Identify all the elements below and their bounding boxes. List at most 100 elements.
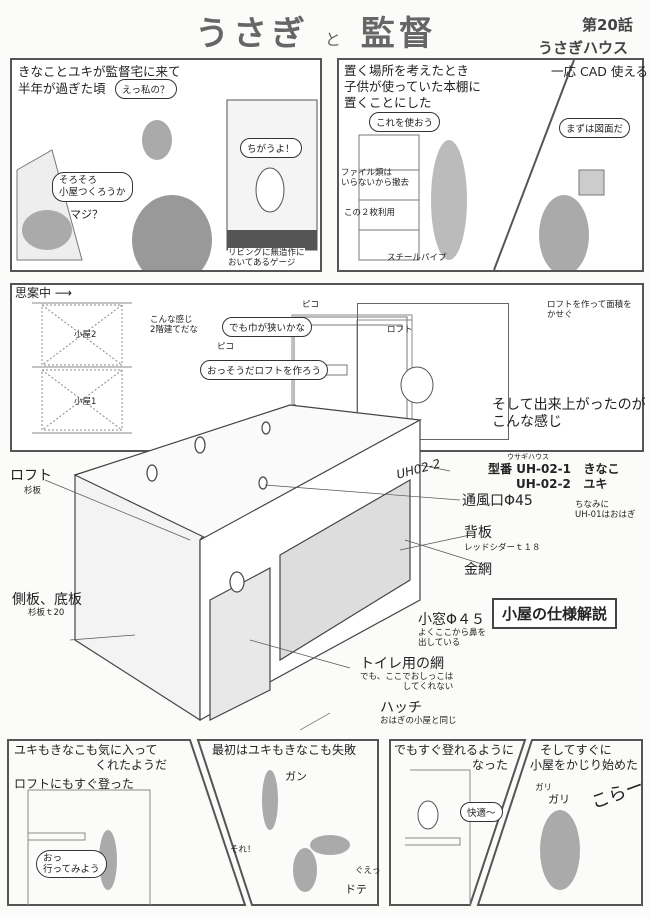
sfx-gan: ガン <box>285 770 307 783</box>
model-2: UH-02-2 <box>516 477 571 491</box>
thought-line: 2階建てだな <box>150 325 198 335</box>
title-part1: うさぎ <box>195 14 309 54</box>
room2-label: 小屋2 <box>74 330 97 340</box>
caption: 置く場所を考えたとき子供が使っていた本棚に置くことにした <box>344 63 481 111</box>
model-1: UH-02-1 <box>516 462 571 476</box>
note-line: おいてあるゲージ <box>228 258 296 268</box>
note-line: ロフトを作って面積を <box>547 300 632 310</box>
label-side-board: 側板、底板 <box>12 592 82 608</box>
panel1-art <box>16 99 318 270</box>
note-line: よくここから鼻を <box>418 628 487 638</box>
caption: 小屋をかじり始めた <box>530 758 639 772</box>
loft-sketch-frame <box>357 303 509 440</box>
note-line: いらないから撤去 <box>341 178 410 188</box>
rabbit-remark: マジ？ <box>70 208 103 221</box>
speech-bubble: 快適～ <box>460 802 503 822</box>
label-toilet-mesh: トイレ用の網 <box>360 656 444 672</box>
label-mesh: 金網 <box>464 562 492 578</box>
caption-line: そして出来上がったのが <box>492 397 646 413</box>
model-row-2: UH-02-2 ユキ <box>488 477 620 492</box>
note-line: UH-01はおはぎ <box>575 510 636 520</box>
caption: そしてすぐに <box>540 743 612 757</box>
title-to: と <box>324 30 345 49</box>
note-line: してくれない <box>402 682 454 692</box>
caption: 最初はユキもきなこも失敗 <box>212 743 357 757</box>
note-line: リビングに無造作に <box>228 248 305 258</box>
caption: 半年が過ぎた頃 <box>18 81 106 96</box>
episode-title: うさぎハウス <box>538 39 629 57</box>
sfx-piko: ピコ <box>217 342 235 352</box>
label-window: 小窓Φ４５ <box>418 612 486 628</box>
caption: 一応 CAD 使える <box>551 64 648 79</box>
label-window-sub: よくここから鼻を出している <box>418 628 486 648</box>
speech-bubble: そろそろ小屋つくろうか <box>52 172 133 202</box>
caption-line: 子供が使っていた本棚に <box>344 79 481 94</box>
sfx-piko: ピコ <box>302 300 320 310</box>
model-label: 型番 <box>488 462 513 476</box>
caption: なった <box>472 758 509 772</box>
loft-label: ロフト <box>387 325 413 335</box>
note-line: ファイル類は <box>341 168 393 178</box>
sfx-kora: こらー <box>588 775 647 814</box>
model-numbers: 型番 UH-02-1 きなこ UH-02-2 ユキ <box>488 462 620 492</box>
sfx-dote: ドテ <box>345 883 367 896</box>
title: うさぎ と 監督 <box>195 6 437 55</box>
speech-bubble: おっそうだロフトを作ろう <box>200 360 329 380</box>
thinking-label: 思案中 ⟶ <box>15 286 73 300</box>
bubble-line: そろそろ <box>59 175 98 186</box>
panel-2: 置く場所を考えたとき子供が使っていた本棚に置くことにした これを使おう ファイル… <box>337 58 648 272</box>
speech-bubble: まずは図面だ <box>559 118 631 138</box>
caption-line: こんな感じ <box>492 414 562 430</box>
sfx-gari: ガリ <box>535 783 553 793</box>
loft-note: ロフトを作って面積をかせぐ <box>547 300 632 320</box>
bubble-line: 行ってみよう <box>43 864 100 875</box>
caption-line: 置く場所を考えたとき <box>344 63 470 78</box>
episode-number: 第20話 <box>582 16 633 34</box>
bubble-line: おっ <box>43 853 63 864</box>
caption: きなことユキが監督宅に来て <box>18 64 181 79</box>
speech-bubble: えっ私の？ <box>115 79 177 99</box>
cage-note: リビングに無造作においてあるゲージ <box>228 248 305 268</box>
note-steel-pipe: スチールパイプ <box>387 253 447 263</box>
panel-1: きなことユキが監督宅に来て 半年が過ぎた頃 えっ私の？ そろそろ小屋つくろうか … <box>10 58 322 272</box>
note-line: かせぐ <box>547 310 573 320</box>
thought-line: こんな感じ <box>150 315 193 325</box>
caption: ロフトにもすぐ登った <box>14 777 135 791</box>
label-side-sub: 杉板ｔ20 <box>28 608 65 618</box>
note-line: 出している <box>418 638 461 648</box>
speech-bubble: おっ行ってみよう <box>36 850 107 878</box>
label-back-board: 背板 <box>464 525 492 541</box>
label-back-sub: レッドシダーｔ１８ <box>464 543 541 553</box>
room1-label: 小屋1 <box>74 397 97 407</box>
note-line: ちなみに <box>575 500 610 510</box>
model-row-1: 型番 UH-02-1 きなこ <box>488 462 620 477</box>
label-vent: 通風口Φ45 <box>462 493 533 509</box>
speech-bubble: でも巾が狭いかな <box>222 317 313 337</box>
speech-bubble: これを使おう <box>369 112 441 132</box>
sfx-gue: ぐえっ <box>355 866 381 876</box>
note-files: ファイル類はいらないから撤去 <box>341 168 409 188</box>
sfx-sore: それ！ <box>230 845 256 855</box>
hutch-nameplate: UH02-2 <box>394 456 443 482</box>
caption: くれたようだ <box>95 758 168 772</box>
label-hatch: ハッチ <box>380 700 422 716</box>
bubble-line: 小屋つくろうか <box>59 187 126 198</box>
label-loft-sub: 杉板 <box>24 486 42 496</box>
label-loft: ロフト <box>10 468 52 484</box>
speech-bubble: ちがうよ！ <box>240 138 302 158</box>
caption: ユキもきなこも気に入って <box>14 743 158 757</box>
note-two-boards: この２枚利用 <box>344 208 396 218</box>
label-hatch-sub: おはぎの小屋と同じ <box>380 716 457 726</box>
caption-line: 置くことにした <box>344 95 432 110</box>
label-toilet-sub: でも、ここでおしっこはしてくれない <box>360 672 453 692</box>
title-part2: 監督 <box>360 14 437 54</box>
caption: でもすぐ登れるように <box>394 743 515 757</box>
result-caption: そして出来上がったのがこんな感じ <box>492 397 646 431</box>
sfx-gari: ガリ <box>548 793 570 806</box>
name-2: ユキ <box>583 477 608 491</box>
name-1: きなこ <box>583 462 620 476</box>
model-ruby: ウサギハウス <box>507 453 549 461</box>
